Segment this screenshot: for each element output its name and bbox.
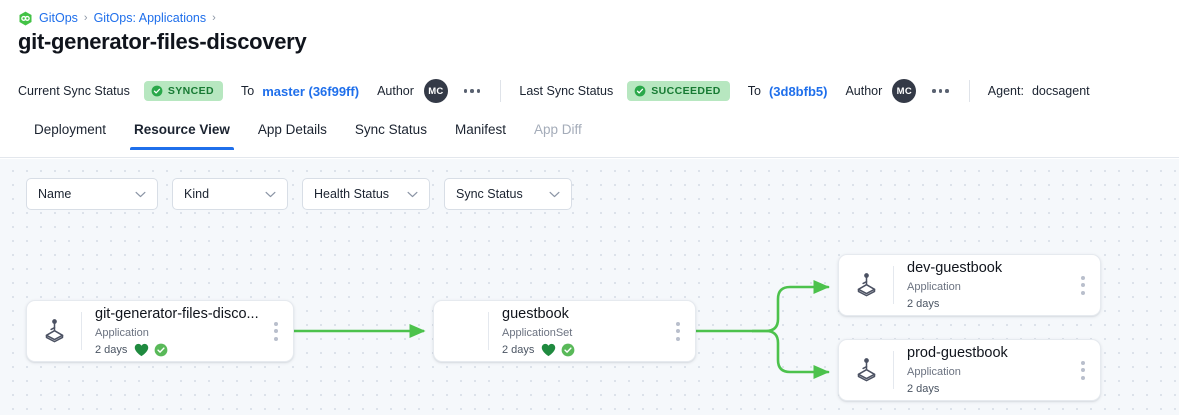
resource-graph-canvas[interactable]: Name Kind Health Status Sync Status [0,159,1179,415]
last-sync-author-avatar[interactable]: MC [892,79,917,103]
node-title: guestbook [502,305,569,322]
node-meta: 2 days [907,382,1070,397]
node-divider [81,312,82,350]
last-sync-to-label: To [747,84,761,98]
node-status-icons [134,343,168,357]
node-meta: 2 days [502,343,665,358]
tab-deployment[interactable]: Deployment [34,122,107,137]
gitops-logo-icon [19,11,32,25]
breadcrumb: GitOps › GitOps: Applications › [18,9,216,27]
chevron-down-icon [549,191,560,197]
filter-kind-dropdown[interactable]: Kind [172,178,288,210]
node-title: git-generator-files-disco... [95,305,259,322]
edge-guestbook-to-dev [751,279,830,333]
node-kind: Application [907,365,961,378]
node-divider [893,266,894,304]
tab-manifest[interactable]: Manifest [454,122,506,137]
node-kind: Application [907,280,961,293]
tab-app-diff: App Diff [533,122,582,137]
filter-name-dropdown[interactable]: Name [26,178,158,210]
node-more-menu-icon[interactable] [1070,360,1096,380]
current-sync-more-menu-icon[interactable] [462,85,483,97]
status-bar: Current Sync Status SYNCED To master (36… [0,70,1179,112]
edge-guestbook-to-prod [751,329,830,380]
argo-application-icon [839,272,893,299]
agent-label: Agent: [987,84,1024,98]
node-body: git-generator-files-disco... Application… [82,296,263,367]
node-age: 2 days [907,382,940,395]
argo-application-icon [839,357,893,384]
argo-application-icon [27,318,81,345]
node-age: 2 days [502,343,535,356]
node-divider [893,351,894,389]
last-sync-revision-link[interactable]: (3d8bfb5) [768,83,828,99]
node-body: dev-guestbook Application 2 days [894,250,1070,321]
node-meta: 2 days [907,297,1070,312]
node-age: 2 days [95,343,128,356]
filter-kind-label: Kind [184,187,210,201]
current-sync-author-label: Author [377,84,414,98]
last-sync-more-menu-icon[interactable] [930,85,951,97]
tab-bar: Deployment Resource View App Details Syn… [0,118,1179,158]
breadcrumb-item-gitops[interactable]: GitOps [39,11,78,25]
tab-sync-status[interactable]: Sync Status [354,122,427,137]
chevron-down-icon [407,191,418,197]
node-status-icons [541,343,575,357]
current-sync-revision-link[interactable]: master (36f99ff) [262,83,360,99]
tab-app-details[interactable]: App Details [257,122,327,137]
node-title: prod-guestbook [907,344,1008,361]
check-circle-icon [151,85,163,97]
filter-health-status-label: Health Status [314,187,390,201]
last-sync-status-badge-label: SUCCEEDED [651,85,721,97]
check-circle-synced-icon [562,343,575,357]
filter-name-label: Name [38,187,72,201]
node-body: guestbook ApplicationSet 2 days [489,296,665,367]
graph-node-git-generator-files-discovery[interactable]: git-generator-files-disco... Application… [26,300,294,362]
chevron-down-icon [135,191,146,197]
last-sync-status-badge[interactable]: SUCCEEDED [627,81,730,101]
breadcrumb-separator-2: › [212,12,216,24]
graph-node-prod-guestbook[interactable]: prod-guestbook Application 2 days [838,339,1101,401]
status-divider-1 [500,80,502,102]
heart-healthy-icon [135,343,149,357]
current-sync-status-label: Current Sync Status [18,84,130,98]
node-age: 2 days [907,297,940,310]
node-more-menu-icon[interactable] [1070,275,1096,295]
check-circle-synced-icon [155,343,168,357]
current-sync-status-badge[interactable]: SYNCED [143,81,224,101]
current-sync-author-avatar[interactable]: MC [423,79,448,103]
chevron-down-icon [265,191,276,197]
current-sync-status-badge-label: SYNCED [167,85,215,97]
check-circle-icon [634,85,646,97]
page-title: git-generator-files-discovery [18,29,307,54]
node-more-menu-icon[interactable] [665,321,691,341]
last-sync-status-label: Last Sync Status [519,84,614,98]
breadcrumb-separator: › [83,12,88,24]
heart-healthy-icon [542,343,556,357]
status-divider-2 [968,80,970,102]
node-meta: 2 days [95,343,263,358]
graph-node-dev-guestbook[interactable]: dev-guestbook Application 2 days [838,254,1101,316]
graph-node-guestbook[interactable]: guestbook ApplicationSet 2 days [433,300,696,362]
breadcrumb-item-gitops-applications[interactable]: GitOps: Applications [93,11,207,25]
node-title: dev-guestbook [907,259,1003,276]
node-divider [488,312,489,350]
filter-sync-status-dropdown[interactable]: Sync Status [444,178,572,210]
tab-resource-view[interactable]: Resource View [120,118,244,150]
filter-bar: Name Kind Health Status Sync Status [26,178,572,210]
filter-health-status-dropdown[interactable]: Health Status [302,178,430,210]
node-kind: ApplicationSet [502,326,573,339]
node-kind: Application [95,326,149,339]
last-sync-author-label: Author [845,84,883,98]
node-body: prod-guestbook Application 2 days [894,335,1070,406]
agent-value: docsagent [1031,84,1090,98]
filter-sync-status-label: Sync Status [456,187,523,201]
current-sync-to-label: To [241,84,255,98]
node-more-menu-icon[interactable] [263,321,289,341]
